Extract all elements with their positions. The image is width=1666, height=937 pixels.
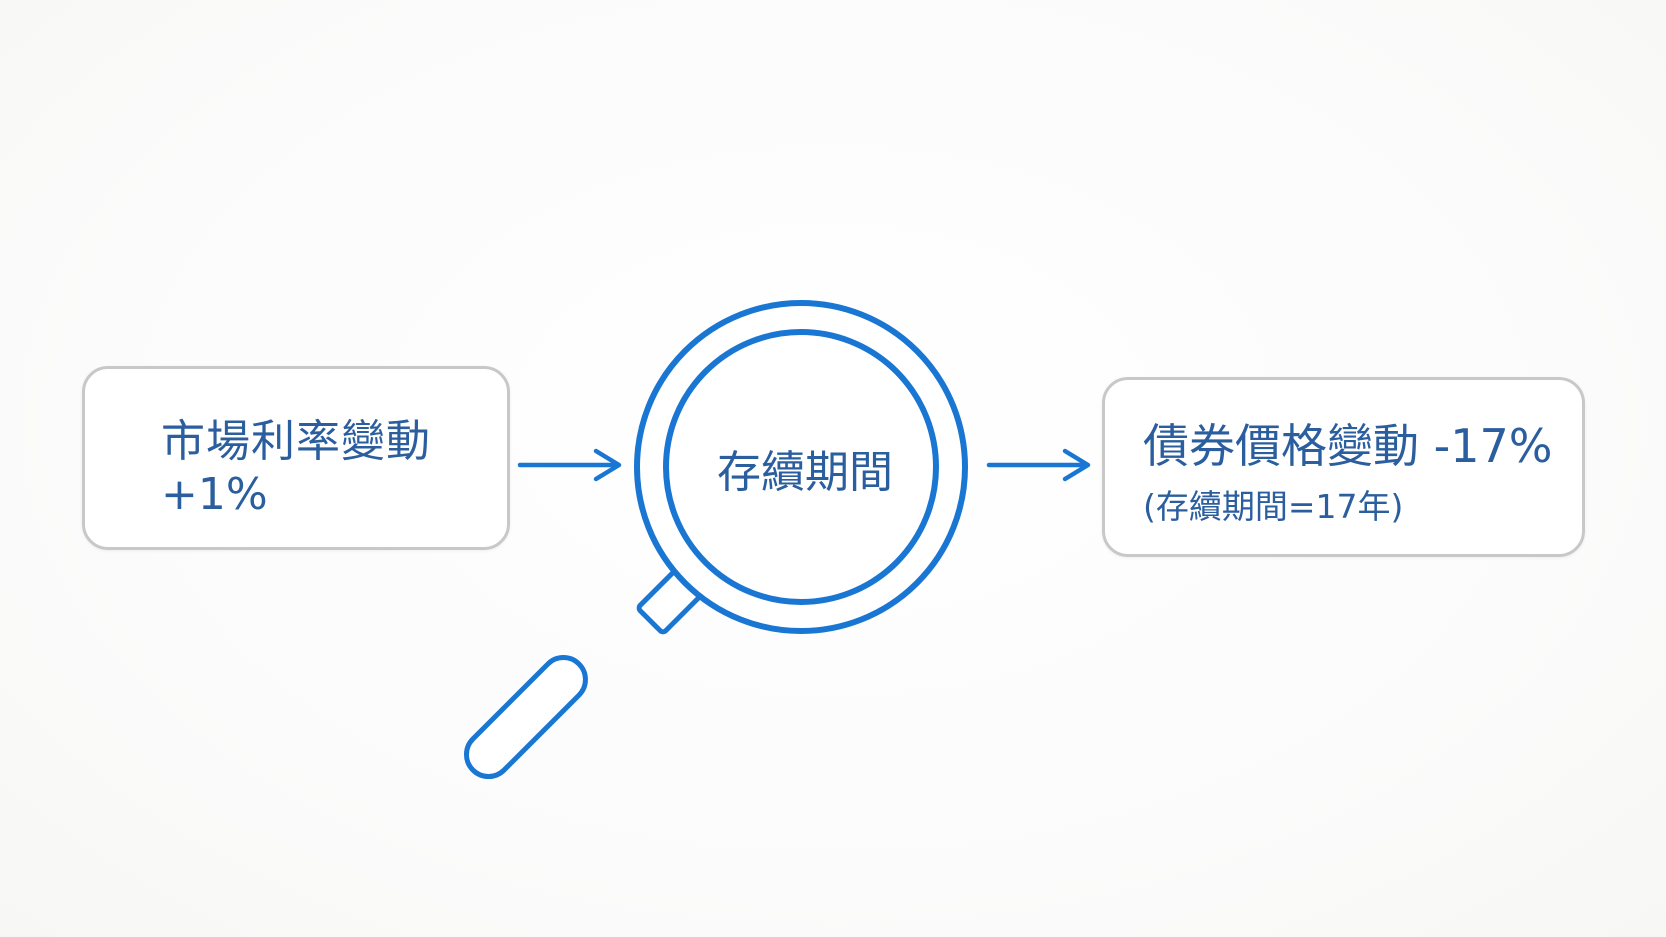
output-box-note: (存續期間=17年) — [1143, 487, 1404, 526]
arrow-lens-to-right — [986, 448, 1091, 482]
input-rate-change-box: 市場利率變動 +1% — [82, 366, 510, 550]
lens-label: 存續期間 — [717, 447, 893, 498]
output-price-change-box: 債券價格變動 -17% (存續期間=17年) — [1102, 377, 1585, 557]
input-box-title: 市場利率變動 — [161, 416, 431, 467]
arrow-left-to-lens — [517, 448, 622, 482]
input-box-value: +1% — [161, 469, 268, 520]
magnifying-glass-icon — [463, 300, 968, 780]
output-box-title: 債券價格變動 -17% — [1143, 419, 1553, 473]
